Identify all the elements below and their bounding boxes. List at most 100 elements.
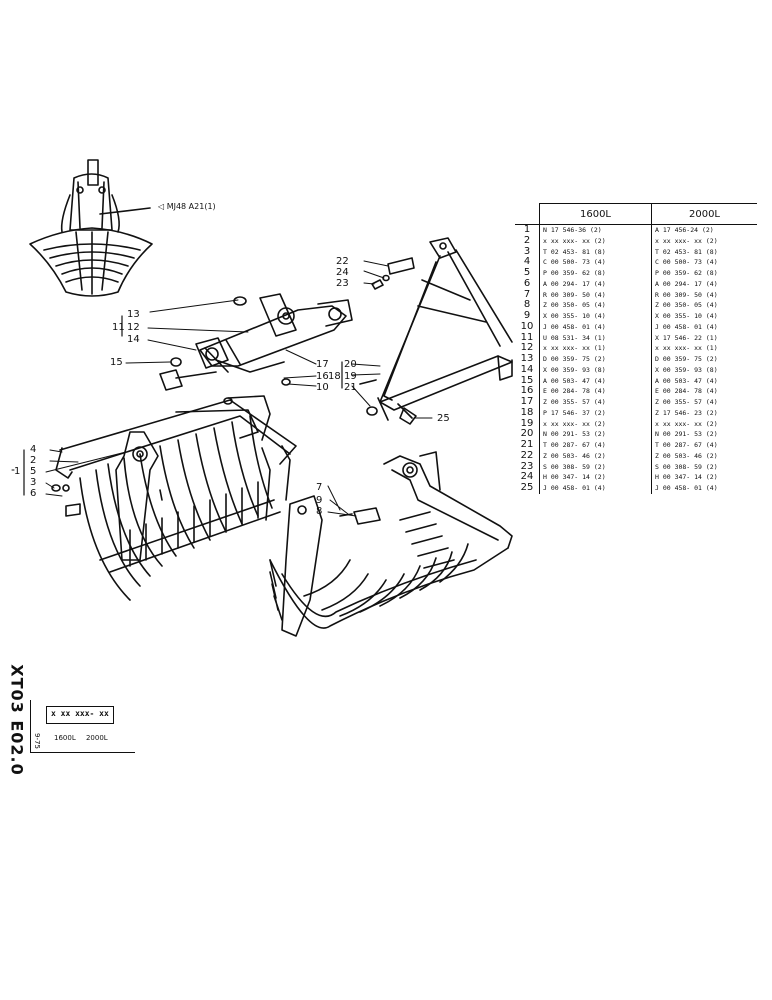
document-code-text: XT03 E02.0 <box>7 664 27 776</box>
part-code-1600l: S 00 308- 59 (2) <box>539 461 652 473</box>
callout-10: 10 <box>316 382 329 393</box>
part-number-index: 14 <box>515 364 540 376</box>
part-code-2000l: R 00 309- 50 (4) <box>655 290 718 299</box>
callout-15: 15 <box>110 357 123 368</box>
reference-note: ◁ MJ48 A21(1) <box>158 202 216 211</box>
part-code-1600l: A 00 294- 17 (4) <box>539 278 652 290</box>
part-code-2000l: x xx xxx- xx (2) <box>655 419 718 428</box>
part-code-1600l: P 00 359- 62 (8) <box>539 268 652 279</box>
callout-16: 16 <box>316 371 329 382</box>
part-code-1600l: Z 00 503- 46 (2) <box>539 450 652 462</box>
column-header-2000l: 2000L <box>651 203 757 225</box>
document-date-text: 9-75 <box>33 733 41 749</box>
part-code-2000l: A 17 456-24 (2) <box>655 226 714 234</box>
part-code-2000l: T 02 453- 81 (8) <box>655 247 718 256</box>
leader-lines <box>11 260 433 517</box>
part-code-2000l: X 17 546- 22 (1) <box>655 333 718 342</box>
callout-17: 17 <box>316 359 329 370</box>
part-code-2000l: A 00 294- 17 (4) <box>655 279 718 288</box>
part-number-index: 12 <box>515 342 540 354</box>
callout-6: 6 <box>30 488 37 499</box>
part-code-1600l: J 00 458- 01 (4) <box>539 483 652 494</box>
part-code-2000l: x xx xxx- xx (1) <box>655 344 718 353</box>
callout-19: 19 <box>344 371 357 382</box>
part-code-2000l: P 00 359- 62 (8) <box>655 269 718 277</box>
part-code-1600l: Z 00 350- 05 (4) <box>539 300 652 311</box>
callout-5: 5 <box>30 466 37 477</box>
part-code-2000l: Z 00 503- 46 (2) <box>655 451 718 460</box>
right-grab-half <box>269 451 513 637</box>
part-code-1600l: x xx xxx- xx (2) <box>539 418 652 430</box>
part-number-index: 1 <box>515 224 540 236</box>
part-code-2000l: S 00 308- 59 (2) <box>655 462 718 471</box>
callout-7: 7 <box>316 482 323 493</box>
part-number-index: 19 <box>515 418 540 430</box>
part-code-1600l: U 08 531- 34 (1) <box>539 332 652 344</box>
part-code-2000l: X 00 355- 10 (4) <box>655 312 718 320</box>
callout-4: 4 <box>30 444 37 455</box>
part-code-2000l: J 00 458- 01 (4) <box>655 484 718 492</box>
part-code-2000l: D 00 359- 75 (2) <box>655 355 718 363</box>
callout-8: 8 <box>316 506 323 517</box>
pin-22-24 <box>371 257 415 290</box>
part-code-2000l: Z 00 350- 05 (4) <box>655 301 718 310</box>
part-code-2000l: x xx xxx- xx (2) <box>655 236 718 245</box>
part-code-1600l: N 00 291- 53 (2) <box>539 429 652 440</box>
part-code-1600l: D 00 359- 75 (2) <box>539 354 652 365</box>
part-code-1600l: X 00 359- 93 (8) <box>539 364 652 376</box>
part-number-index: 6 <box>515 278 540 290</box>
part-number-index: 24 <box>515 471 540 483</box>
part-code-2000l: H 00 347- 14 (2) <box>655 473 718 482</box>
part-code-2000l: X 00 359- 93 (8) <box>655 365 718 374</box>
title-block-frame <box>30 700 135 753</box>
table-header-number <box>515 203 540 225</box>
callout-23: 23 <box>336 278 349 289</box>
part-code-1600l: C 00 500- 73 (4) <box>539 257 652 268</box>
part-number-index: 25 <box>515 482 540 494</box>
callout-21: 21 <box>344 382 357 393</box>
document-date: 9-75 <box>30 726 44 756</box>
part-number-index: 7 <box>515 289 540 301</box>
callout-14: 14 <box>127 334 140 345</box>
table-header-row: 1600L 2000L <box>515 203 757 225</box>
part-code-2000l: Z 17 546- 23 (2) <box>655 408 718 417</box>
callout-22: 22 <box>336 256 349 267</box>
callout-13: 13 <box>127 309 140 320</box>
part-code-2000l: N 00 291- 53 (2) <box>655 430 718 439</box>
part-number-index: 3 <box>515 246 540 258</box>
overview-sketch <box>29 159 153 297</box>
part-number-index: 10 <box>515 321 540 333</box>
part-number-index: 13 <box>515 353 540 365</box>
callout-11: 11 <box>112 322 125 333</box>
part-number-index: 15 <box>515 375 540 387</box>
part-code-1600l: x xx xxx- xx (2) <box>539 235 652 247</box>
part-code-1600l: P 17 546- 37 (2) <box>539 407 652 419</box>
part-code-1600l: R 00 309- 50 (4) <box>539 289 652 301</box>
group-brackets <box>23 315 343 496</box>
model-1600l: 1600L <box>54 734 76 742</box>
part-code-1600l: Z 00 355- 57 (4) <box>539 397 652 408</box>
callout-12: 12 <box>127 322 140 333</box>
callout-9: 9 <box>316 495 323 506</box>
